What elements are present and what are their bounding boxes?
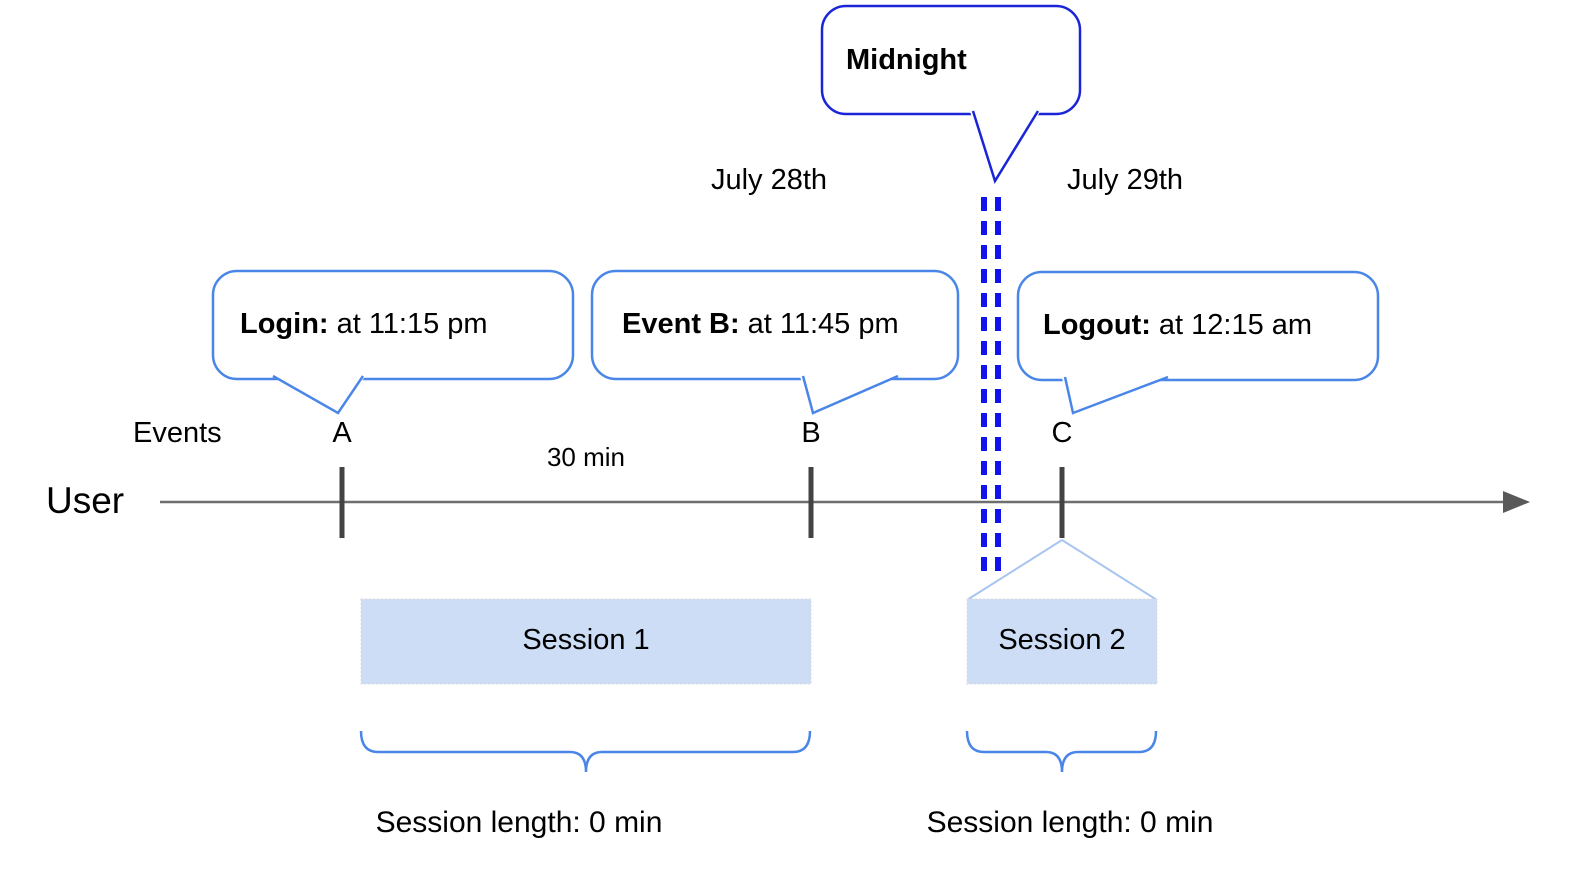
event-mark-b: B [801,417,821,449]
logout-callout-title: Logout: [1043,309,1151,341]
midnight-label: Midnight [846,44,967,76]
logout-callout-bubble [1016,270,1380,382]
logout-callout-tail [1063,375,1169,415]
logout-callout-text: Logout:at 12:15 am [1043,309,1312,342]
session-2-brace [965,730,1158,773]
interval-label-30min: 30 min [546,442,626,472]
login-callout-tail [272,374,365,415]
login-callout-title: Login: [240,308,329,340]
session-2-box [966,598,1158,685]
midnight-callout-bubble [820,4,1082,116]
midnight-callout-tail [971,110,1040,184]
timeline-arrow-head-icon [1503,491,1530,513]
midnight-callout-tail-fill [969,109,1042,181]
login-callout-text: Login:at 11:15 pm [240,308,488,341]
date-label-july-29: July 29th [1066,164,1184,196]
logout-callout-time: at 12:15 am [1158,309,1313,341]
event-b-callout-tail [801,374,899,415]
session-1-brace [359,730,812,773]
funnel-line-left [966,539,1063,601]
event-b-callout-title: Event B: [622,308,740,340]
event-b-callout-text: Event B:at 11:45 pm [622,308,899,341]
session-2-length-label: Session length: 0 min [926,806,1214,839]
session-2-label: Session 2 [998,624,1126,656]
date-label-july-28: July 28th [710,164,828,196]
session-1-label: Session 1 [522,624,650,656]
event-b-callout-tail-fill [799,374,902,413]
events-row-label: Events [133,417,222,449]
login-callout-time: at 11:15 pm [336,308,488,340]
funnel-line-right [1061,539,1158,601]
event-mark-c: C [1051,417,1073,449]
logout-callout-tail-fill [1061,375,1172,413]
login-callout-tail-fill [269,374,367,413]
session-1-box [360,598,812,685]
session-1-length-label: Session length: 0 min [375,806,663,839]
user-row-label: User [46,480,125,521]
login-callout-bubble [211,269,575,381]
event-mark-a: A [332,417,352,449]
event-b-callout-bubble [590,269,960,381]
event-b-callout-time: at 11:45 pm [747,308,899,340]
